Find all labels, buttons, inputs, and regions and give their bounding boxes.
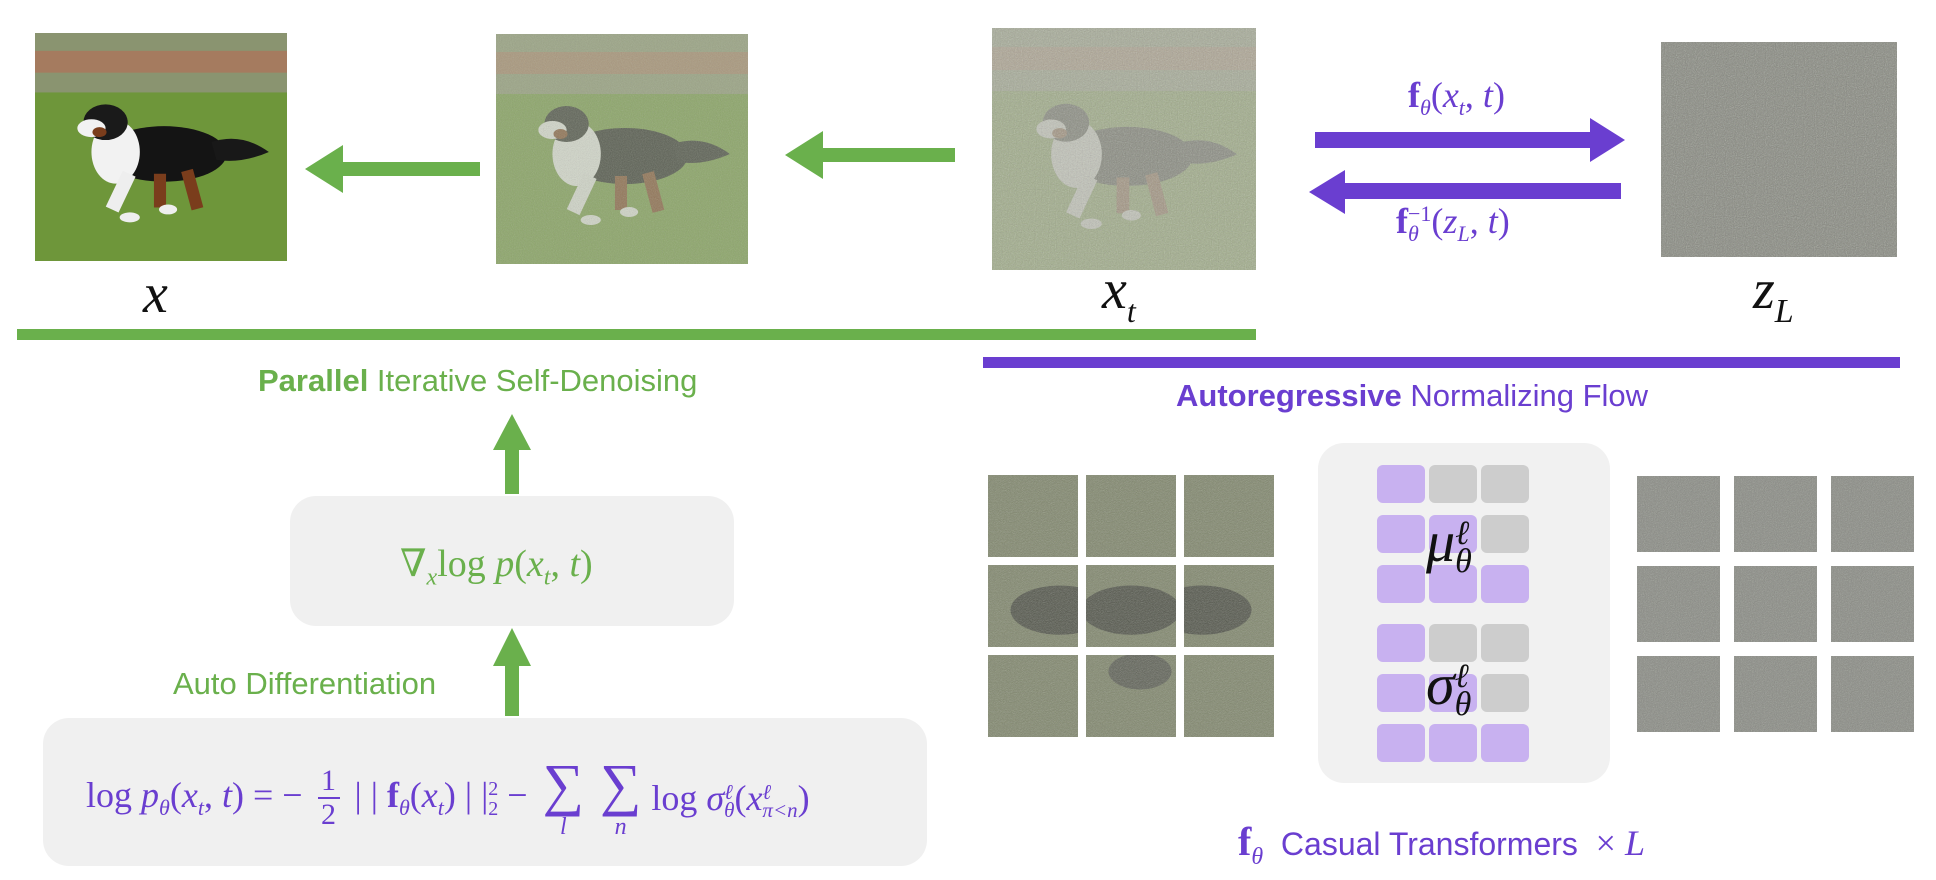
- noisy-image-patch: [988, 655, 1078, 737]
- token-cell-masked: [1481, 515, 1529, 553]
- latent-noise-patch: [1734, 476, 1817, 552]
- arrow-up-icon: [493, 628, 531, 716]
- noisy-image-patch: [1184, 565, 1274, 647]
- score-panel: [290, 496, 734, 626]
- noisy-image-patch: [1184, 475, 1274, 557]
- token-cell-active: [1429, 674, 1477, 712]
- noisy-image-patch: [1184, 655, 1274, 737]
- noisy-image-patch: [1086, 475, 1176, 557]
- token-cell-active: [1377, 465, 1425, 503]
- transformer-caption: fθ Casual Transformers × L: [1238, 819, 1646, 870]
- latent-noise-patch: [1831, 566, 1914, 642]
- token-cell-masked: [1481, 624, 1529, 662]
- noisy-image-patch: [988, 475, 1078, 557]
- latent-noise-patch: [1734, 566, 1817, 642]
- token-cell-masked: [1481, 674, 1529, 712]
- label-x: x: [143, 263, 168, 325]
- forward-flow-label: fθ(xt, t): [1408, 75, 1505, 121]
- latent-noise-zl: [1661, 42, 1897, 257]
- label-zl: zL: [1753, 259, 1794, 330]
- latent-noise-patch: [1831, 476, 1914, 552]
- arrow-up-icon: [493, 414, 531, 494]
- arrow-left-icon: [1309, 170, 1621, 214]
- token-cell-active: [1377, 624, 1425, 662]
- token-cell-masked: [1429, 465, 1477, 503]
- noisy-image-xt: [992, 28, 1256, 270]
- token-cell-masked: [1481, 465, 1529, 503]
- latent-noise-patch: [1831, 656, 1914, 732]
- latent-noise-patch: [1637, 566, 1720, 642]
- latent-noise-patch: [1637, 656, 1720, 732]
- score-formula: ∇xlog p(xt, t): [400, 543, 593, 591]
- token-cell-active: [1377, 515, 1425, 553]
- arrow-right-icon: [1315, 118, 1625, 162]
- token-cell-active: [1429, 724, 1477, 762]
- purple-divider: [983, 357, 1900, 368]
- arrow-left-icon: [305, 145, 480, 193]
- token-cell-active: [1481, 565, 1529, 603]
- token-cell-active: [1481, 724, 1529, 762]
- right-section-title: Autoregressive Normalizing Flow: [1176, 378, 1649, 413]
- autodiff-label: Auto Differentiation: [173, 666, 437, 701]
- token-cell-active: [1377, 674, 1425, 712]
- latent-noise-patch: [1734, 656, 1817, 732]
- green-divider: [17, 329, 1256, 340]
- noisy-image-patch: [1086, 655, 1176, 737]
- token-cell-active: [1429, 515, 1477, 553]
- token-cell-active: [1429, 565, 1477, 603]
- noisy-image-patch: [1086, 565, 1176, 647]
- partially-denoised-image: [496, 34, 748, 264]
- noisy-image-patch: [988, 565, 1078, 647]
- loglik-panel: [43, 718, 927, 866]
- token-cell-masked: [1429, 624, 1477, 662]
- token-cell-active: [1377, 724, 1425, 762]
- arrow-left-icon: [785, 131, 955, 179]
- label-xt: xt: [1102, 259, 1136, 329]
- token-cell-active: [1377, 565, 1425, 603]
- clean-image-x: [35, 33, 287, 261]
- latent-noise-patch: [1637, 476, 1720, 552]
- left-section-title: Parallel Iterative Self-Denoising: [258, 363, 698, 398]
